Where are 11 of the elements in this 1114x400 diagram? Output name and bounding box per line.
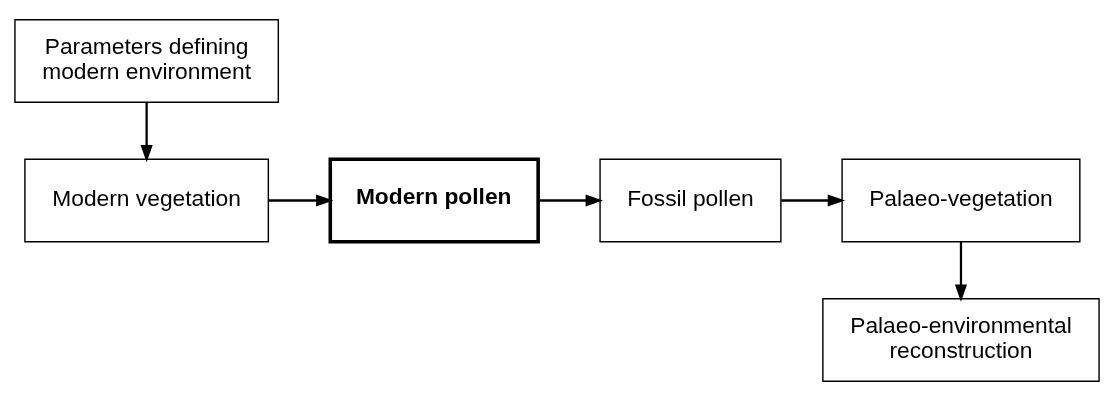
arrow xyxy=(954,241,968,302)
node-box: Palaeo-environmental reconstruction xyxy=(822,297,1100,382)
node-box: Modern pollen xyxy=(328,156,540,244)
arrow xyxy=(268,193,334,207)
arrow xyxy=(781,193,846,207)
node-box: Parameters defining modern environment xyxy=(14,18,280,103)
node-box: Modern vegetation xyxy=(24,158,270,242)
node-box: Palaeo-vegetation xyxy=(841,158,1081,242)
arrow xyxy=(538,193,603,207)
arrow xyxy=(140,101,153,162)
node-box: Fossil pollen xyxy=(599,158,782,242)
